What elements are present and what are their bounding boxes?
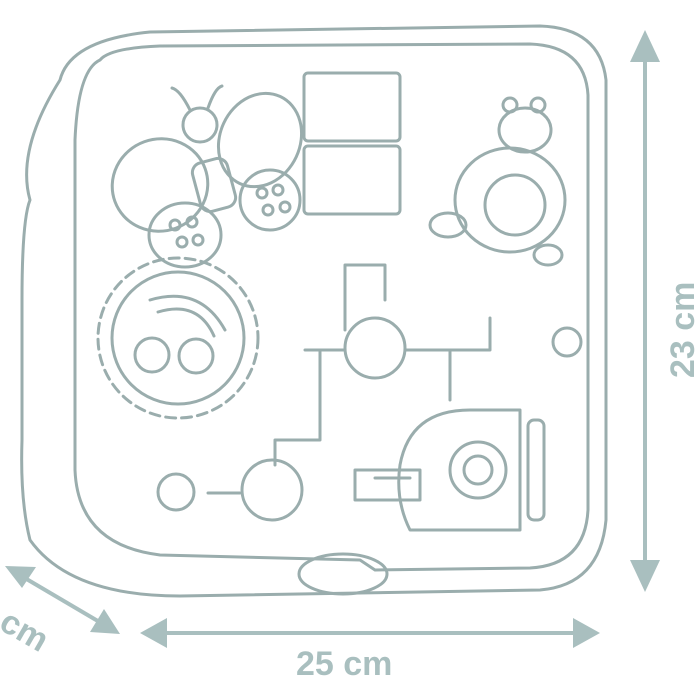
gear-toy <box>96 256 260 420</box>
vacuum-toy <box>353 408 546 532</box>
board-inner-outline <box>73 42 590 572</box>
depth-dimension-arrow <box>5 566 120 634</box>
height-label: 23 cm <box>664 281 700 378</box>
height-dimension-arrow <box>630 30 660 592</box>
width-label: 25 cm <box>296 645 393 683</box>
hippo-turtle-toy <box>428 96 567 267</box>
board-outer-outline <box>20 24 608 598</box>
butterfly-toy <box>110 84 304 269</box>
speaker-button <box>297 552 389 596</box>
square-button-bottom <box>302 144 402 216</box>
maze-track <box>156 263 583 522</box>
square-button-top <box>302 71 402 143</box>
width-dimension-arrow <box>140 618 600 648</box>
